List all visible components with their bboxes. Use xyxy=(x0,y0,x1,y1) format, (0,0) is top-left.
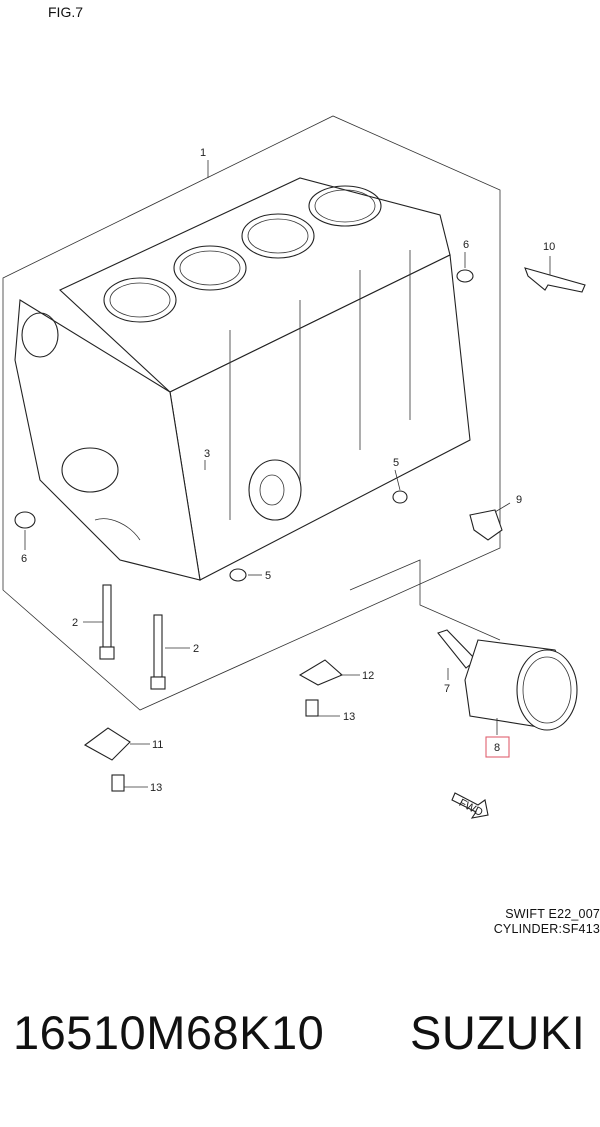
bracket-12 xyxy=(298,659,344,686)
cylinder-block xyxy=(14,177,471,581)
callout-8-highlight: 8 xyxy=(485,736,510,758)
oil-pressure-switch-9 xyxy=(469,509,503,541)
plug-6-upper xyxy=(456,269,474,283)
block-group-frame xyxy=(2,115,501,711)
bolt-2-left xyxy=(99,584,115,660)
brand-name: SUZUKI xyxy=(410,1006,586,1059)
svg-text:FWD: FWD xyxy=(457,797,485,819)
diagram-footer: SWIFT E22_007 CYLINDER:SF413 xyxy=(494,907,600,937)
callout-3: 3 xyxy=(204,448,210,460)
part-number: 16510M68K10 xyxy=(13,1006,325,1059)
callout-5-upper: 5 xyxy=(393,457,399,469)
callout-13-upper: 13 xyxy=(343,711,355,723)
callout-1: 1 xyxy=(200,147,206,159)
callout-7: 7 xyxy=(444,683,450,695)
callout-6-upper: 6 xyxy=(463,239,469,251)
plug-6-lower xyxy=(14,511,36,529)
section-code: CYLINDER:SF413 xyxy=(493,922,600,936)
model-code: SWIFT E22_007 xyxy=(505,907,600,921)
callout-13-lower: 13 xyxy=(150,782,162,794)
callout-2-left: 2 xyxy=(72,617,78,629)
callout-5-lower: 5 xyxy=(265,570,271,582)
callout-12: 12 xyxy=(362,670,374,682)
bracket-11 xyxy=(83,727,131,761)
callout-6-lower: 6 xyxy=(21,553,27,565)
callout-9: 9 xyxy=(516,494,522,506)
callout-10: 10 xyxy=(543,241,555,253)
oil-filter-8 xyxy=(464,639,578,731)
callout-11: 11 xyxy=(152,739,163,751)
bracket-10 xyxy=(524,267,586,293)
plug-5 xyxy=(229,490,408,582)
figure-label: FIG.7 xyxy=(48,4,84,20)
callout-8: 8 xyxy=(494,742,500,754)
bolt-13-upper xyxy=(305,699,319,717)
leader-lines xyxy=(24,160,551,788)
bolt-13-lower xyxy=(111,774,125,792)
callout-2-right: 2 xyxy=(193,643,199,655)
part-caption: 16510M68K10 SUZUKI xyxy=(0,1005,600,1075)
fwd-arrow-icon: FWD xyxy=(451,792,489,819)
exploded-parts-diagram: FWD 1 2 2 3 5 5 6 6 7 8 9 10 11 12 13 13 xyxy=(2,115,586,819)
bolt-2-right xyxy=(150,614,166,690)
